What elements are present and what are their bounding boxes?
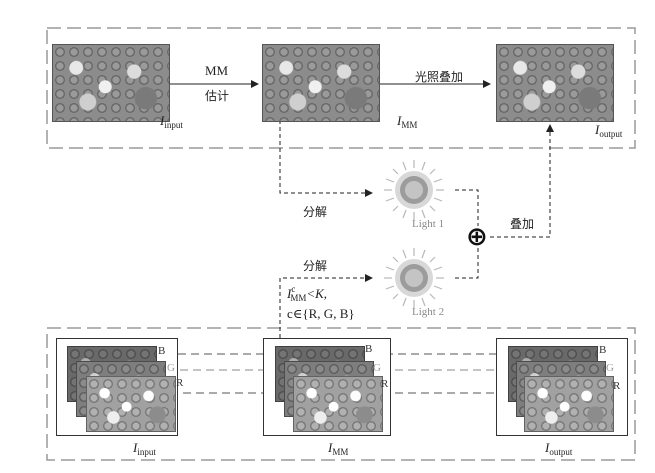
condition-set-label: c∈{R, G, B}	[287, 306, 355, 321]
top-output-caption: Ioutput	[595, 122, 623, 139]
step-estimate-label: 估计	[205, 89, 230, 103]
plus-icon: ⊕	[466, 222, 488, 252]
light1-label: Light 1	[412, 218, 445, 230]
mm-channel-r	[293, 376, 383, 432]
input-image	[52, 44, 170, 122]
input-channel-r-label: R	[176, 377, 184, 389]
arrow-plus-output	[490, 124, 554, 238]
top-mm-caption: IMM	[397, 113, 418, 130]
condition-label: IcMM<K,	[287, 284, 328, 303]
mm-channel-g-label: G	[373, 362, 381, 374]
bottom-input-caption: Iinput	[133, 440, 156, 457]
light2-label: Light 2	[412, 306, 445, 318]
arrow-decompose-1	[279, 120, 373, 197]
mm-channel-r-label: R	[381, 378, 389, 390]
output-channel-b-label: B	[599, 344, 607, 356]
mm-image	[262, 44, 380, 122]
sun-icon-2	[384, 248, 444, 308]
top-frame	[46, 27, 636, 149]
decompose-label-2: 分解	[303, 259, 328, 273]
bottom-mm-caption: IMM	[328, 440, 349, 457]
mm-channel-b-label: B	[365, 343, 373, 355]
step-mm-label: MM	[205, 63, 229, 78]
bottom-output-caption: Ioutput	[545, 440, 573, 457]
input-channel-g-label: G	[167, 362, 175, 374]
input-channel-b-label: B	[158, 345, 166, 357]
output-channel-g-label: G	[606, 362, 614, 374]
add-label: 叠加	[510, 217, 535, 231]
bottom-frame	[46, 327, 636, 461]
output-channel-r-label: R	[613, 380, 621, 392]
top-input-caption: Iinput	[160, 113, 183, 130]
output-image	[496, 44, 614, 122]
decompose-label-1: 分解	[303, 205, 328, 219]
sun-icon-1	[384, 160, 444, 220]
line-light1-plus	[455, 189, 479, 226]
output-channel-r	[524, 376, 614, 432]
line-light2-plus	[455, 248, 479, 279]
arrow-decompose-2	[279, 274, 373, 345]
step-light-overlay-label: 光照叠加	[415, 70, 464, 84]
input-channel-r	[86, 376, 176, 432]
